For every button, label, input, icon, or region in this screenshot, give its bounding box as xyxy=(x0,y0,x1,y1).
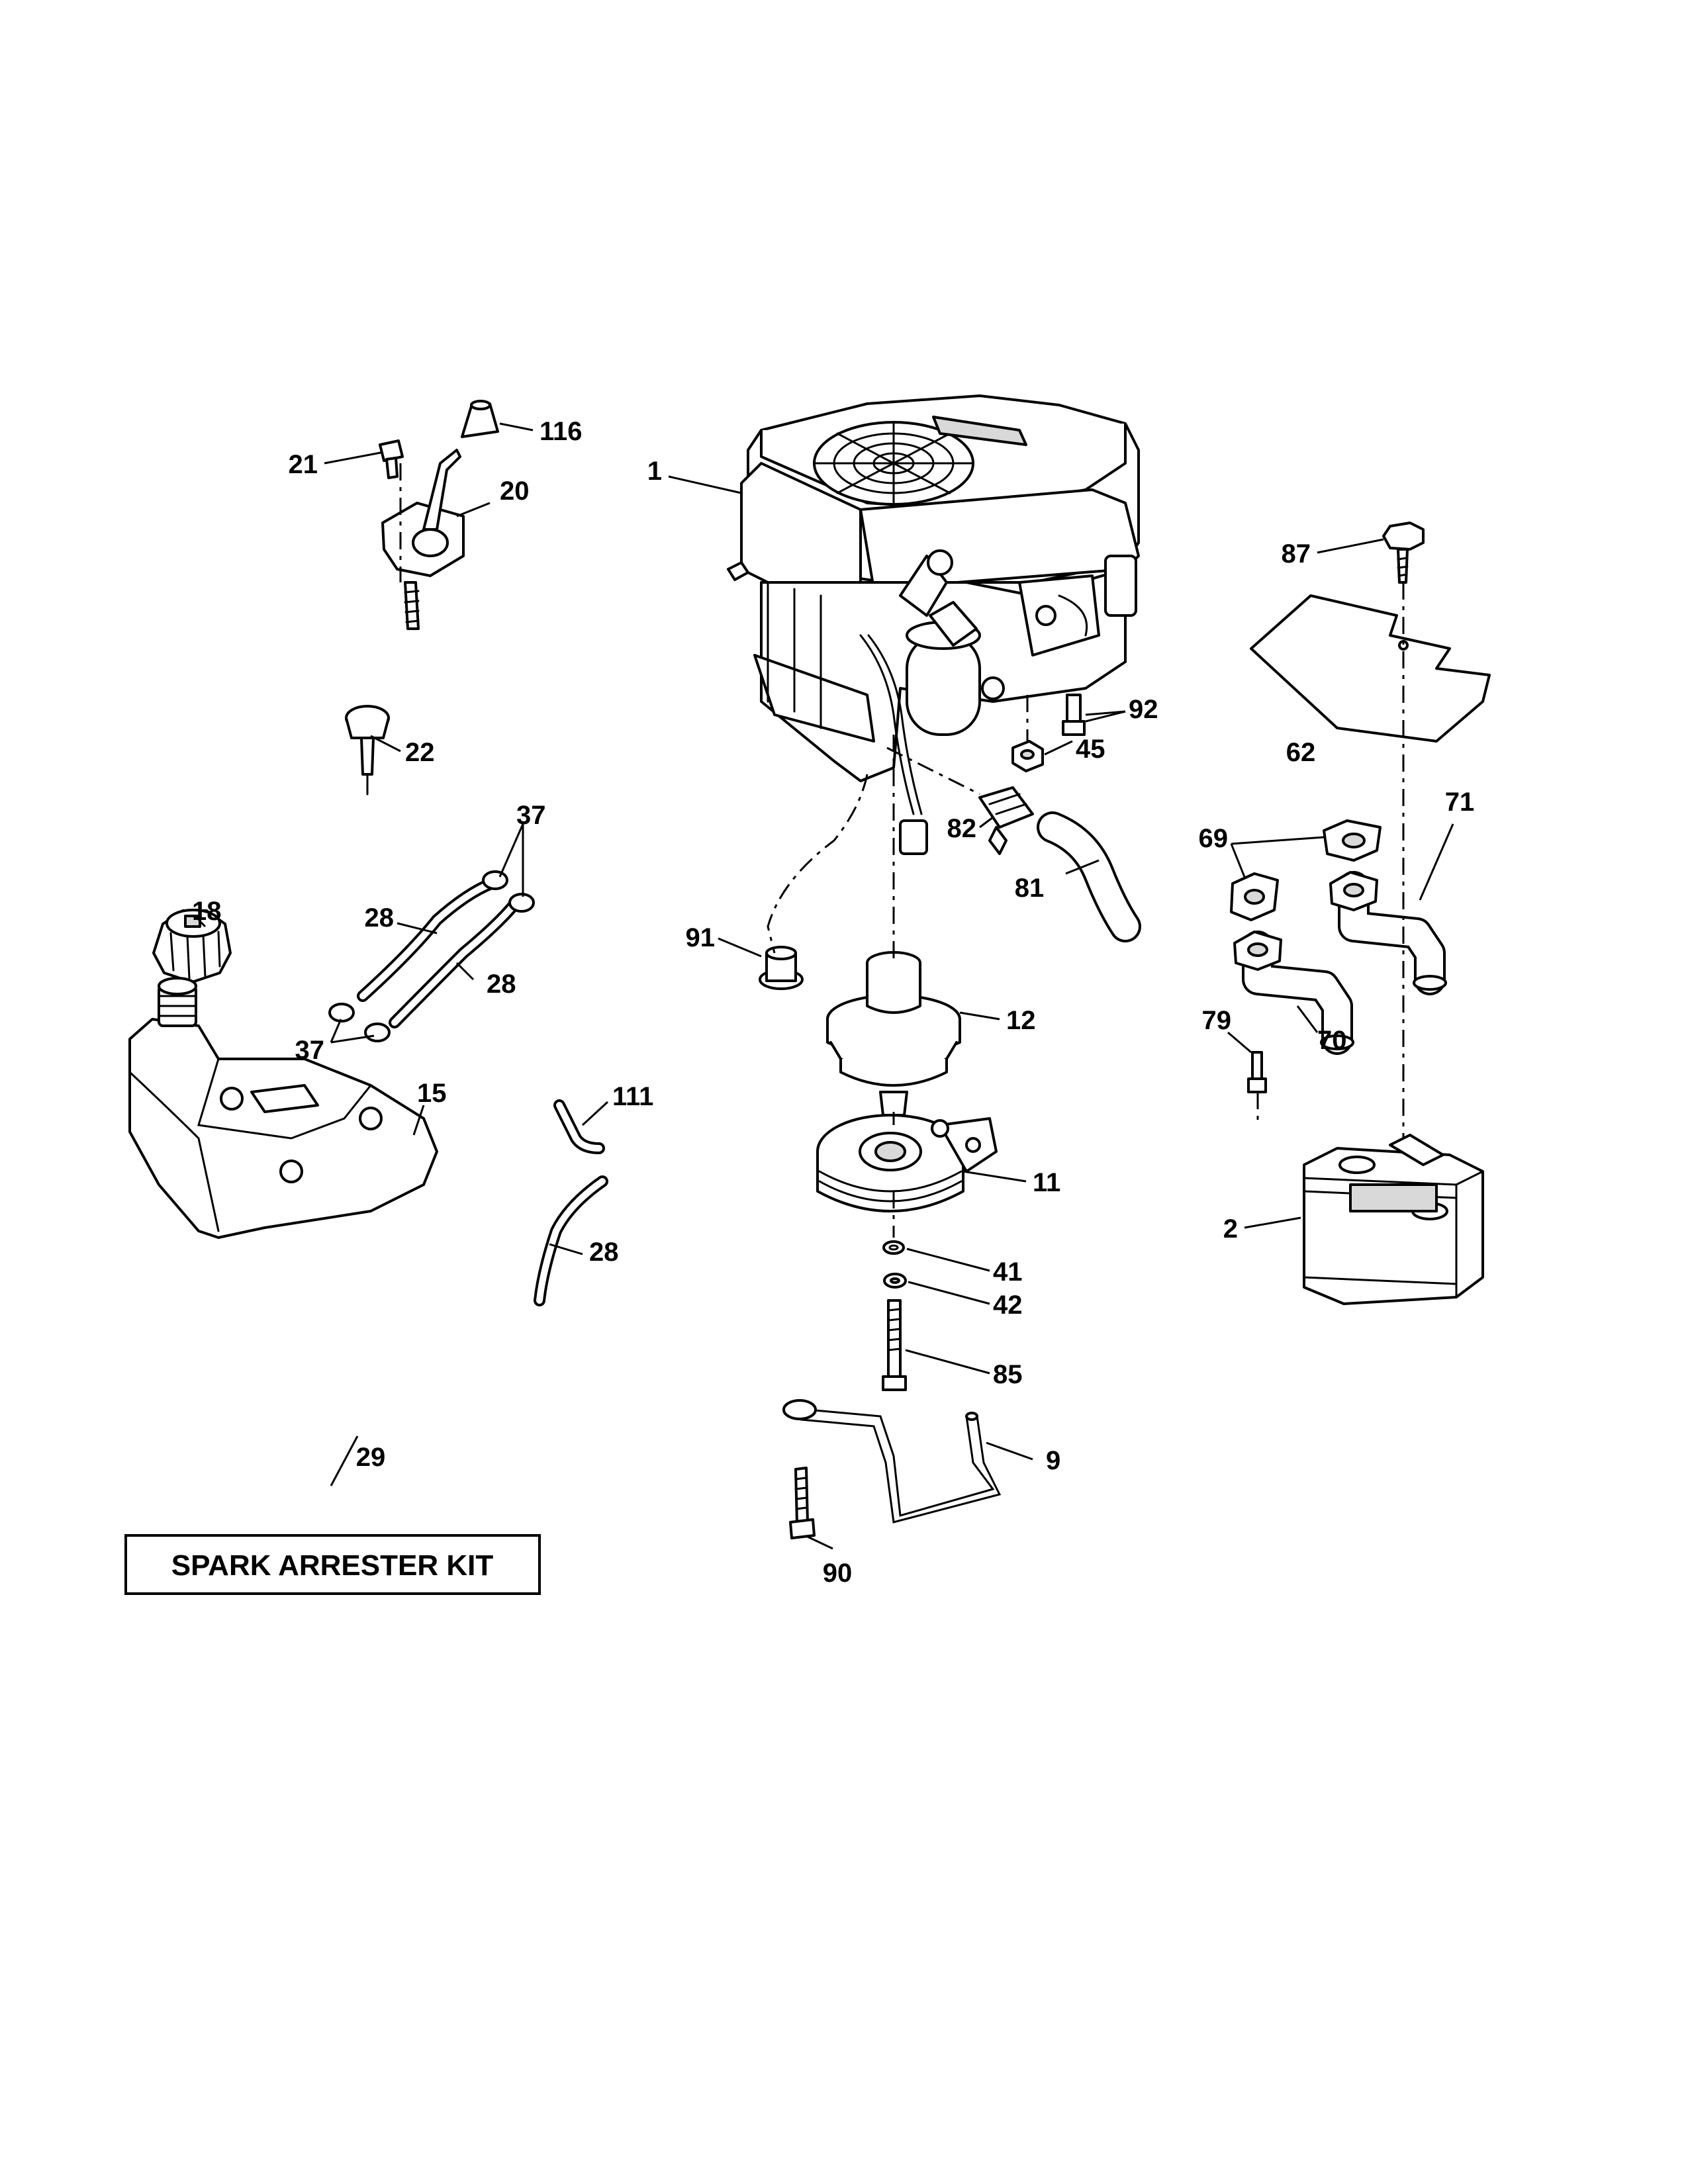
label-22: 22 xyxy=(405,738,435,767)
label-20: 20 xyxy=(500,477,530,506)
gasket-69-b xyxy=(1230,872,1279,921)
fuel-hoses-lower xyxy=(534,1099,608,1306)
label-70: 70 xyxy=(1317,1026,1347,1055)
label-28-c: 28 xyxy=(589,1238,619,1267)
label-45: 45 xyxy=(1076,735,1105,764)
label-9: 9 xyxy=(1046,1446,1060,1475)
plug-91 xyxy=(759,946,804,990)
leader-lines xyxy=(197,422,1454,1550)
label-69: 69 xyxy=(1199,824,1229,853)
bolt-part xyxy=(379,439,404,479)
label-42: 42 xyxy=(993,1291,1023,1320)
label-111: 111 xyxy=(612,1082,653,1111)
washer-41 xyxy=(882,1240,905,1255)
label-116: 116 xyxy=(539,417,583,446)
bolt-92 xyxy=(1062,694,1086,736)
label-37-b: 37 xyxy=(295,1036,325,1065)
bolt-79 xyxy=(1247,1051,1267,1093)
knob-part xyxy=(461,400,499,438)
muffler-part xyxy=(1303,1134,1484,1305)
label-12: 12 xyxy=(1006,1006,1036,1035)
rod-part xyxy=(782,1399,1002,1524)
label-87: 87 xyxy=(1282,539,1311,569)
label-28-b: 28 xyxy=(487,970,516,999)
label-15: 15 xyxy=(417,1079,447,1108)
hose-81 xyxy=(1037,811,1141,942)
fuel-hoses-upper xyxy=(328,870,535,1042)
label-28-a: 28 xyxy=(365,903,395,933)
label-11: 11 xyxy=(1033,1168,1060,1197)
label-21: 21 xyxy=(289,450,318,479)
clutch-part xyxy=(816,1114,998,1212)
fuel-cap-part xyxy=(152,909,232,983)
label-92: 92 xyxy=(1129,695,1158,724)
heat-shield-62 xyxy=(1250,594,1491,743)
engine-assembly xyxy=(727,394,1140,855)
label-29: 29 xyxy=(356,1443,386,1472)
label-81: 81 xyxy=(1015,874,1045,903)
assembly-lines xyxy=(399,463,1405,1238)
label-85: 85 xyxy=(993,1360,1023,1389)
pipe-71 xyxy=(1329,871,1447,995)
pipe-70 xyxy=(1233,931,1354,1055)
label-2: 2 xyxy=(1223,1214,1238,1244)
part-labels: 1 2 9 11 12 15 18 20 21 22 28 28 28 29 3… xyxy=(192,417,1474,1588)
spark-arrester-kit-label: SPARK ARRESTER KIT xyxy=(171,1549,494,1582)
bolt-85 xyxy=(882,1299,907,1391)
label-90: 90 xyxy=(823,1559,853,1588)
label-79: 79 xyxy=(1202,1006,1232,1035)
label-18: 18 xyxy=(192,897,222,926)
fuel-tank-part xyxy=(128,977,438,1239)
label-91: 91 xyxy=(686,923,716,952)
bolt-90 xyxy=(789,1467,816,1539)
label-82: 82 xyxy=(947,814,977,843)
knob-87 xyxy=(1382,522,1425,584)
spark-arrester-kit-box: SPARK ARRESTER KIT xyxy=(124,1534,541,1595)
label-1: 1 xyxy=(647,457,662,486)
label-62: 62 xyxy=(1286,738,1316,767)
label-41: 41 xyxy=(993,1257,1023,1287)
label-37-a: 37 xyxy=(516,801,546,830)
washer-42 xyxy=(883,1273,907,1289)
nut-45 xyxy=(1011,740,1044,772)
pulley-part xyxy=(826,951,961,1126)
gasket-69-a xyxy=(1323,819,1382,862)
throttle-control xyxy=(381,449,465,630)
plunger-part xyxy=(345,705,390,796)
label-71: 71 xyxy=(1445,788,1475,817)
